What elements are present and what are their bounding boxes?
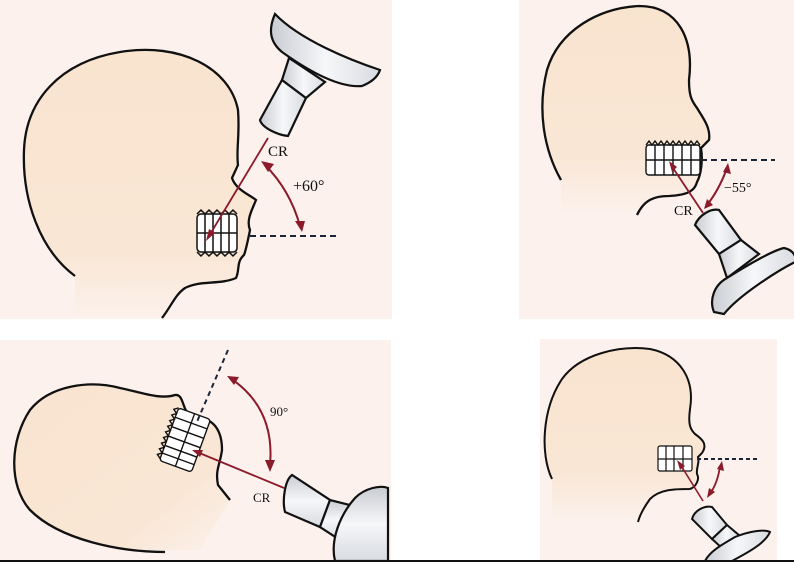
teeth-icon [657, 445, 693, 472]
angle-label: +60° [293, 178, 325, 195]
panel-plus-60: CR +60° [0, 0, 392, 319]
panel-minus-55: CR −55° [519, 0, 794, 319]
panel-unlabeled [540, 339, 777, 561]
cr-label: CR [268, 144, 289, 160]
angle-label: 90° [270, 404, 289, 419]
head-outline [22, 48, 258, 319]
head-outline [13, 383, 231, 554]
xray-tube-icon [258, 12, 382, 138]
panel-90: CR 90° [0, 340, 391, 561]
panel-c-illustration [13, 349, 390, 561]
central-ray [669, 161, 704, 214]
occlusal-reference-line [195, 349, 229, 425]
xray-tube-icon [282, 473, 390, 561]
central-ray [192, 450, 285, 489]
angle-arc [707, 461, 724, 498]
panel-d-illustration [543, 347, 772, 561]
angle-arc [704, 163, 731, 209]
central-ray [677, 460, 704, 502]
angle-label: −55° [724, 181, 752, 196]
bottom-border [0, 560, 794, 562]
panel-a-illustration [22, 12, 382, 319]
teeth-icon [156, 407, 211, 472]
central-ray [206, 137, 269, 241]
head-outline [543, 347, 706, 523]
angle-arc [261, 161, 305, 232]
xray-tube-icon [693, 208, 794, 316]
teeth-icon [196, 208, 238, 258]
cr-label: CR [674, 204, 693, 219]
teeth-icon [645, 139, 701, 176]
panel-b-illustration [541, 4, 794, 316]
xray-tube-icon [690, 505, 772, 561]
cr-label: CR [253, 490, 271, 505]
angle-arc [227, 376, 275, 472]
